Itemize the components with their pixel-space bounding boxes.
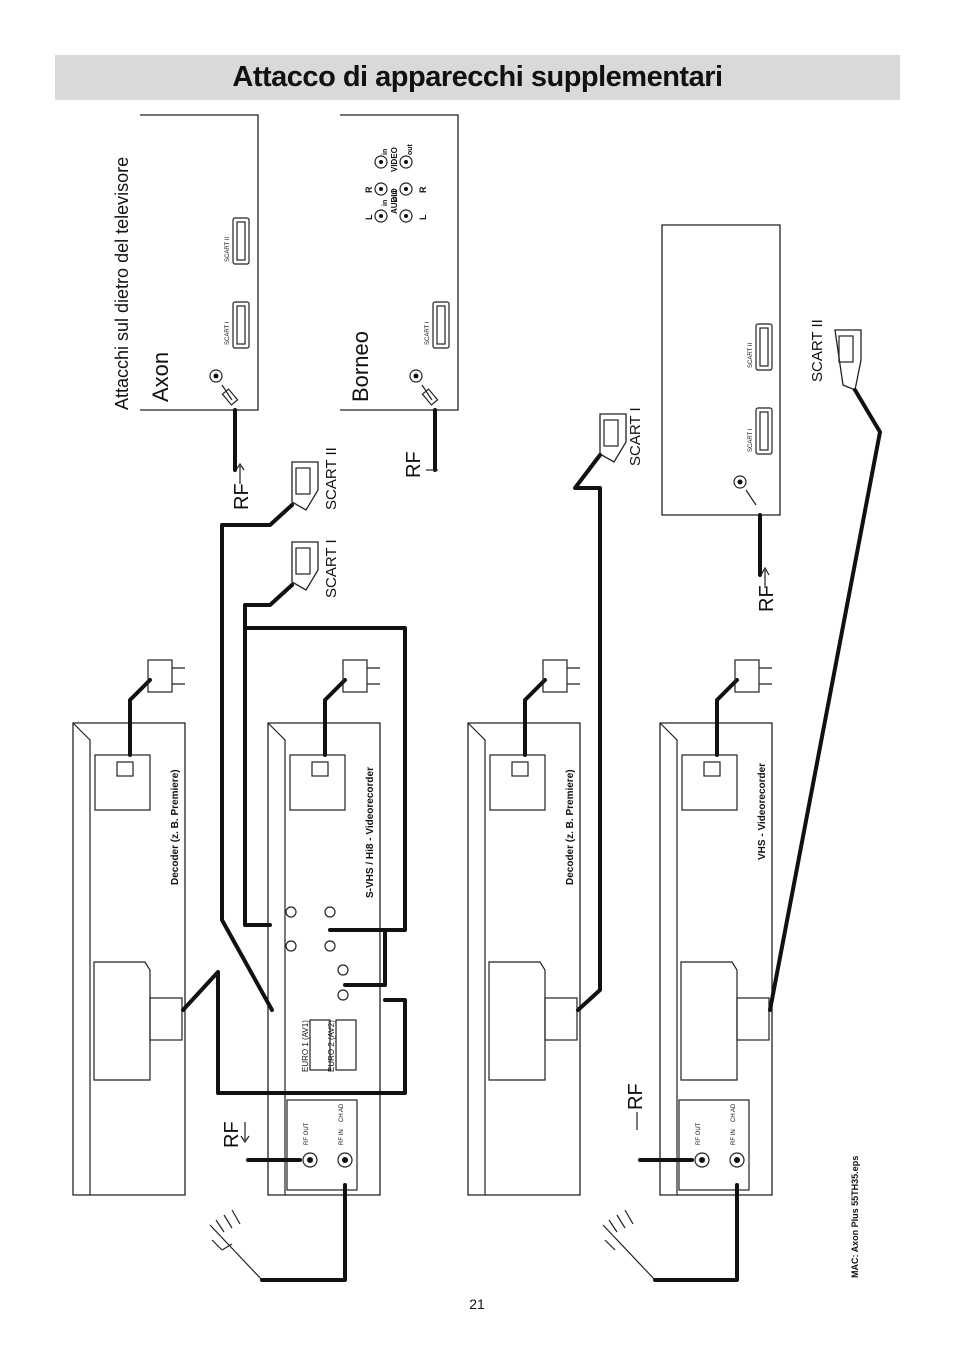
cable-svhs-euro1-to-tv-scart2 bbox=[220, 503, 294, 1012]
axon-model-name: Axon bbox=[148, 352, 173, 402]
rf-label-axon: RF bbox=[231, 483, 253, 510]
svhs-ch-ad-label: CH AD bbox=[339, 1103, 345, 1122]
svhs-rf-in-label: RF IN bbox=[339, 1129, 345, 1145]
borneo-audio-out-label: out bbox=[392, 189, 399, 201]
power-plug-3 bbox=[523, 659, 580, 757]
borneo-right-label: R bbox=[364, 186, 374, 193]
axon-scart-1 bbox=[232, 301, 250, 349]
antenna-left bbox=[209, 1183, 347, 1282]
borneo-video-out-label: out bbox=[407, 143, 414, 155]
vhs-rf-in-label: RF IN bbox=[731, 1129, 737, 1145]
tv-right-scart-2 bbox=[755, 323, 773, 371]
axon-scart-1-label: SCART I bbox=[225, 321, 231, 345]
axon-scart-2-label: SCART II bbox=[225, 237, 231, 262]
axon-tv-panel: Axon SCART I SCART II bbox=[140, 114, 259, 472]
tv-right-rf-socket bbox=[733, 475, 747, 489]
borneo-right-label-2: R bbox=[418, 186, 428, 193]
scart-1-label-top: SCART I bbox=[323, 539, 340, 598]
power-plug-1 bbox=[128, 659, 185, 757]
scart-plug-right-1 bbox=[599, 413, 627, 463]
scart-2-label-right: SCART II bbox=[809, 319, 826, 382]
rf-label-bottom-left: RF bbox=[221, 1121, 243, 1148]
borneo-left-label-2: L bbox=[418, 214, 428, 220]
cable-decoder1-to-svhs bbox=[181, 970, 407, 1095]
svhs-euro-1-label: EURO 1 (AV1) bbox=[301, 1020, 310, 1072]
decoder-2-box bbox=[467, 722, 581, 1196]
borneo-rf-socket bbox=[409, 369, 423, 383]
borneo-audio-in-label: in bbox=[382, 200, 389, 206]
antenna-right bbox=[602, 1183, 739, 1282]
tv-right-scart-2-label: SCART II bbox=[748, 343, 754, 368]
decoder-2-label: Decoder (z. B. Premiere) bbox=[565, 769, 576, 885]
rf-label-borneo: RF bbox=[403, 451, 425, 478]
axon-scart-2 bbox=[232, 217, 250, 265]
vhs-rf-out-label: RF OUT bbox=[696, 1122, 702, 1145]
svhs-euro-2-label: EURO 2 (AV2) bbox=[327, 1020, 336, 1072]
svhs-recorder-label: S-VHS / Hi8 - Videorecorder bbox=[365, 767, 376, 898]
tv-right-scart-1-label: SCART I bbox=[748, 428, 754, 452]
decoder-1-label: Decoder (z. B. Premiere) bbox=[170, 769, 181, 885]
vhs-ch-ad-label: CH AD bbox=[731, 1103, 737, 1122]
cable-vhs-to-tv-scart2 bbox=[768, 388, 882, 1012]
borneo-scart-1 bbox=[432, 301, 450, 349]
vhs-recorder-label: VHS - Videorecorder bbox=[757, 763, 768, 860]
borneo-video-in-label: in bbox=[382, 149, 389, 155]
svhs-recorder-box bbox=[267, 722, 381, 1196]
tv-section-heading: Attacchi sul dietro del televisore bbox=[112, 157, 132, 410]
borneo-scart-1-label: SCART I bbox=[425, 321, 431, 345]
rf-label-right-tv: RF bbox=[756, 585, 778, 612]
vhs-recorder-box bbox=[659, 722, 773, 1196]
borneo-model-name: Borneo bbox=[348, 331, 373, 402]
tv-panel-right: SCART I SCART II bbox=[661, 224, 781, 577]
cable-svhs-svideo bbox=[343, 928, 387, 987]
cable-decoder2-to-tv-scart1 bbox=[573, 453, 602, 1012]
tv-right-scart-1 bbox=[755, 407, 773, 455]
borneo-tv-panel: Borneo SCART I L R in AUDIO out in VIDEO… bbox=[340, 114, 459, 472]
axon-rf-socket bbox=[209, 369, 223, 383]
page-title: Attacco di apparecchi supplementari bbox=[232, 61, 723, 93]
borneo-video-label: VIDEO bbox=[390, 147, 399, 172]
borneo-audio-label: AUDIO bbox=[390, 188, 399, 214]
page-number: 21 bbox=[469, 1296, 485, 1312]
power-plug-2 bbox=[323, 659, 380, 757]
scart-2-label-top: SCART II bbox=[323, 447, 340, 510]
cable-svhs-av-loop bbox=[243, 626, 407, 932]
cable-svhs-av-to-tv-scart1 bbox=[243, 583, 294, 927]
borneo-left-label: L bbox=[364, 214, 374, 220]
scart-plug-top-2 bbox=[291, 461, 319, 511]
scart-plug-right-2 bbox=[834, 329, 862, 391]
scart-1-label-right: SCART I bbox=[627, 407, 644, 466]
power-plug-4 bbox=[715, 659, 772, 757]
file-note: MAC: Axon Plus 55TH35.eps bbox=[850, 1156, 860, 1278]
borneo-av-sockets bbox=[374, 155, 413, 223]
decoder-1-box bbox=[72, 722, 186, 1196]
svhs-rf-out-label: RF OUT bbox=[304, 1122, 310, 1145]
scart-plug-top-1 bbox=[291, 541, 319, 591]
rf-label-bottom-right: RF bbox=[625, 1083, 647, 1110]
title-bar: Attacco di apparecchi supplementari bbox=[55, 55, 900, 100]
